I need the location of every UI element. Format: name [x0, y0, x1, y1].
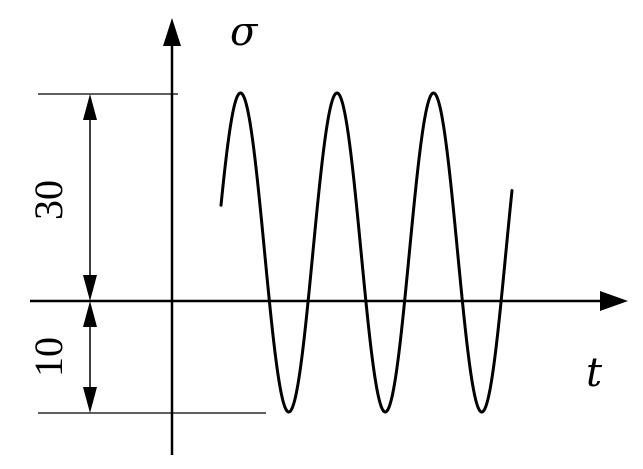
stress-waveform — [219, 91, 514, 414]
t-axis-arrowhead — [600, 291, 628, 311]
upper-dimension-arrow-bottom — [83, 275, 97, 301]
lower-dimension-arrow-bottom — [83, 387, 97, 413]
lower-dimension-arrow-top — [83, 301, 97, 327]
sigma-axis-label: σ — [230, 9, 259, 55]
upper-dimension-label: 30 — [26, 180, 71, 220]
upper-dimension-arrow-top — [83, 94, 97, 120]
lower-dimension-label: 10 — [26, 337, 71, 377]
sigma-axis-arrowhead — [163, 18, 181, 46]
t-axis-label: t — [586, 350, 603, 396]
